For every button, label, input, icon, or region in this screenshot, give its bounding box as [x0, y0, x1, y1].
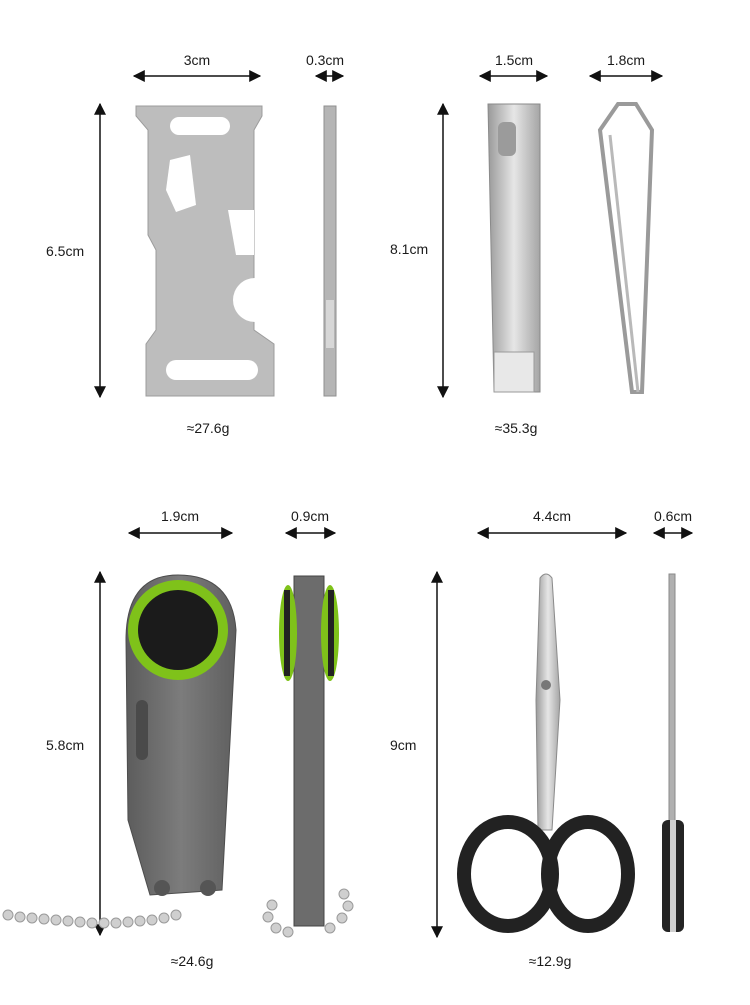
clipper-width-label: 1.5cm	[494, 52, 534, 68]
nail-clipper-side-image	[597, 102, 655, 394]
clipper-height-label: 8.1cm	[390, 241, 429, 257]
scissors-front-image	[457, 573, 635, 933]
keychain-knife-dimensions	[94, 527, 337, 937]
multitool-thickness-label: 0.3cm	[305, 52, 345, 68]
scissors-weight-label: ≈12.9g	[528, 953, 572, 969]
knife-width-label: 1.9cm	[160, 508, 200, 524]
scissors-side-image	[662, 573, 684, 932]
scissors-width-label: 4.4cm	[532, 508, 572, 524]
scissors-height-label: 9cm	[390, 737, 417, 753]
multitool-height-label: 6.5cm	[46, 243, 85, 259]
multitool-width-label: 3cm	[183, 52, 211, 68]
knife-thickness-label: 0.9cm	[290, 508, 330, 524]
clipper-weight-label: ≈35.3g	[494, 420, 538, 436]
multitool-card-front-image	[135, 105, 277, 397]
multitool-card-side-image	[323, 105, 337, 397]
nail-clipper-front-image	[487, 103, 541, 393]
multitool-card-dimensions	[94, 70, 345, 399]
keychain-knife-side-image	[279, 575, 339, 927]
scissors-thickness-label: 0.6cm	[653, 508, 693, 524]
knife-weight-label: ≈24.6g	[170, 953, 214, 969]
ball-chain-image	[2, 888, 354, 938]
scissors-dimensions	[431, 527, 694, 939]
multitool-weight-label: ≈27.6g	[186, 420, 230, 436]
clipper-thickness-label: 1.8cm	[606, 52, 646, 68]
knife-height-label: 5.8cm	[46, 737, 85, 753]
nail-clipper-dimensions	[437, 70, 664, 399]
keychain-knife-front-image	[125, 574, 237, 896]
